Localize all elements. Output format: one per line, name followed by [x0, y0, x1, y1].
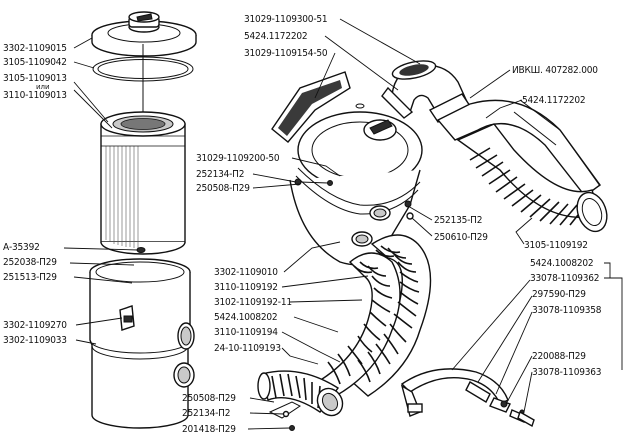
elbow-drawing	[381, 60, 472, 123]
top-cap-drawing	[91, 11, 197, 57]
label-screw-right: 297590-П29	[532, 289, 586, 300]
label-support-b: 33078-1109358	[532, 305, 602, 316]
body-drawing	[289, 103, 423, 266]
label-latch: 3302-1109270	[3, 320, 67, 331]
label-bracket-right: 33078-1109363	[532, 367, 601, 378]
label-bolt-right: 220088-П29	[532, 351, 586, 362]
lower-hose-drawing	[257, 370, 344, 431]
left-filter-assembly	[89, 11, 197, 429]
label-lower-housing: 3302-1109033	[3, 335, 67, 346]
filter-element-drawing	[100, 111, 186, 255]
label-clamp-mid: 5424.1008202	[214, 312, 277, 323]
label-lock-washer-right: 252135-П2	[434, 215, 482, 226]
label-body: 3302-1109010	[214, 267, 278, 278]
right-hose-drawing	[436, 99, 608, 233]
label-lock-washer-top: 252134-П2	[196, 169, 244, 180]
support-bracket-drawing	[400, 368, 535, 428]
label-or: или	[36, 83, 50, 91]
label-cap-part: ИВКШ. 407282.000	[512, 65, 598, 76]
label-bolt-bottom: 250508-П29	[182, 393, 236, 404]
label-hose-right: 3105-1109192	[524, 240, 588, 251]
label-filter-element-a: 3105-1109013	[3, 73, 67, 84]
label-hose-mid: 3110-1109192	[214, 282, 278, 293]
center-hoses-drawing	[312, 234, 432, 401]
leader-lines	[63, 18, 623, 430]
label-hose-alt: 3102-1109192-11	[214, 297, 292, 308]
label-lock-washer-bottom: 252134-П2	[182, 408, 230, 419]
label-bolt-top: 250508-П29	[196, 183, 250, 194]
labels: 3302-1109015 3105-1109042 3105-1109013 и…	[3, 14, 602, 435]
label-washer: 252038-П29	[3, 257, 57, 268]
center-assembly	[271, 71, 423, 266]
label-hose-lower: 3110-1109194	[214, 327, 278, 338]
label-seal-ring: 3105-1109042	[3, 57, 67, 68]
lid-drawing	[271, 71, 351, 143]
label-clamp-right: 5424.1172202	[522, 95, 585, 106]
label-bracket: 31029-1109200-50	[196, 153, 280, 164]
label-filter-element-b: 3110-1109013	[3, 90, 67, 101]
label-nut-right: 250610-П29	[434, 232, 488, 243]
lower-housing-drawing	[89, 258, 195, 429]
label-clamp-right-b: 5424.1008202	[530, 258, 593, 269]
label-stud: А-35392	[3, 242, 40, 253]
label-top-cap: 3302-1109015	[3, 43, 67, 54]
label-elbow-hose: 31029-1109300-51	[244, 14, 327, 25]
label-nut-bottom: 201418-П29	[182, 424, 236, 435]
label-clamp-elbow: 5424.1172202	[244, 31, 307, 42]
label-wing-nut: 251513-П29	[3, 272, 57, 283]
label-hose-lower-b: 24-10-1109193	[214, 343, 281, 354]
upper-right-hose-assembly	[381, 60, 608, 233]
label-lid: 31029-1109154-50	[244, 48, 328, 59]
label-support-a: 33078-1109362	[530, 273, 599, 284]
